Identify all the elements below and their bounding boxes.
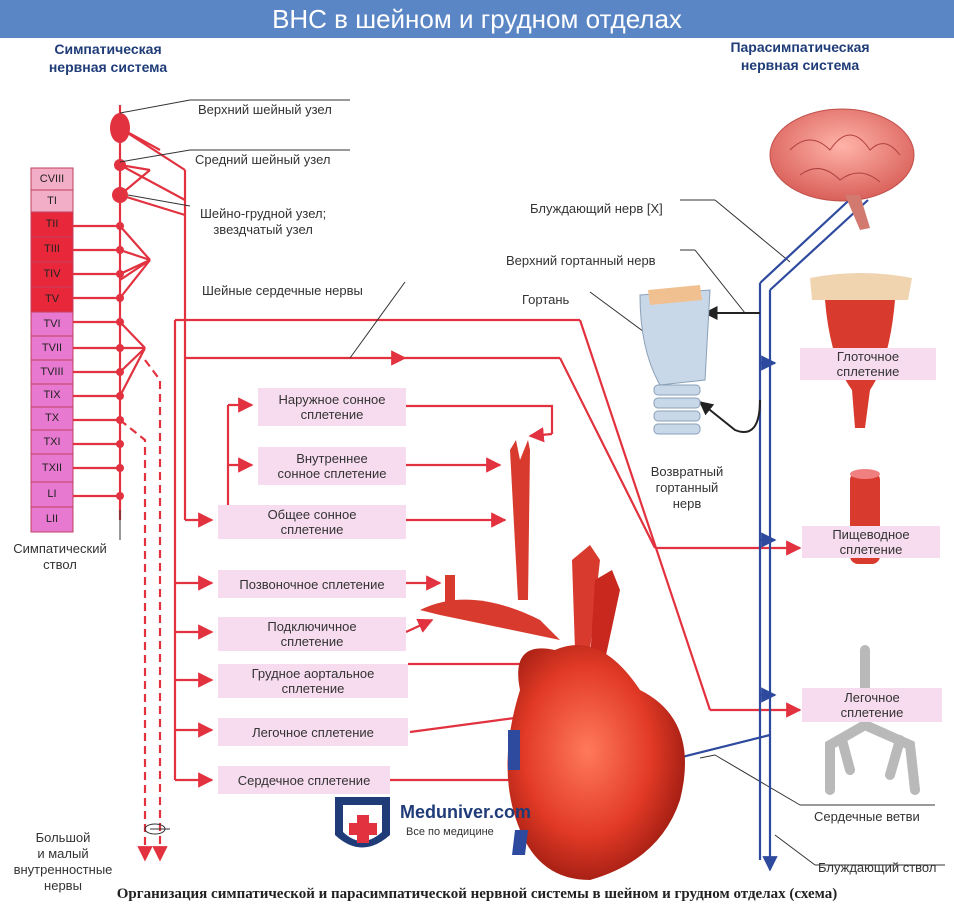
vertebral-plexus-box: Позвоночное сплетение bbox=[218, 570, 406, 598]
sympathetic-trunk-label: Симпатический ствол bbox=[5, 541, 115, 573]
vertebra-label: TV bbox=[44, 293, 60, 305]
splanchnic-line4: нервы bbox=[44, 878, 82, 893]
box-line: Пищеводное bbox=[832, 527, 910, 542]
cervical-cardiac-nerves-label: Шейные сердечные нервы bbox=[202, 283, 363, 298]
box-line: Позвоночное сплетение bbox=[239, 576, 385, 592]
sympathetic-header-line2: нервная система bbox=[48, 59, 168, 75]
vertebra-label: TVIII bbox=[40, 366, 64, 378]
vertebra-label: LI bbox=[47, 488, 57, 500]
recurrent-line1: Возвратный bbox=[650, 464, 724, 479]
trunk-label-line2: ствол bbox=[43, 557, 77, 572]
brain-illustration bbox=[769, 108, 915, 230]
laryngeal-nerves bbox=[698, 306, 761, 433]
pulmonary-plexus-box-left: Легочное сплетение bbox=[218, 718, 408, 746]
leader-lines bbox=[119, 99, 945, 866]
box-line: Внутреннее bbox=[296, 451, 368, 466]
vertebra-label: TXII bbox=[41, 462, 63, 474]
trunk-ganglia bbox=[110, 113, 130, 500]
box-line: сплетение bbox=[280, 634, 344, 649]
stellate-node-line1: Шейно-грудной узел; bbox=[200, 206, 327, 221]
splanchnic-line3: внутренностные bbox=[13, 862, 113, 877]
larynx-label: Гортань bbox=[522, 292, 570, 307]
box-line: Наружное сонное bbox=[278, 392, 386, 407]
vertebra-label: TXI bbox=[43, 436, 61, 448]
logo-tagline: Все по медицине bbox=[406, 826, 494, 838]
box-line: Глоточное bbox=[836, 349, 900, 364]
vertebra-label: TI bbox=[47, 195, 57, 207]
larynx-illustration bbox=[639, 285, 711, 435]
box-line: сплетение bbox=[300, 407, 364, 422]
vertebra-label: LII bbox=[45, 513, 59, 525]
splanchnic-nerves-label: Большой и малый внутренностные нервы bbox=[4, 830, 122, 894]
trunk-label-line1: Симпатический bbox=[13, 541, 107, 556]
page-title: ВНС в шейном и грудном отделах bbox=[272, 4, 682, 34]
stellate-node-line2: звездчатый узел bbox=[213, 222, 313, 237]
box-line: Общее сонное bbox=[267, 507, 357, 522]
figure-caption: Организация симпатической и парасимпатич… bbox=[116, 886, 838, 902]
recurrent-line3: нерв bbox=[672, 496, 702, 511]
splanchnic-line2: и малый bbox=[37, 846, 89, 861]
vertebra-label: TIX bbox=[43, 389, 61, 401]
box-line: сонное сплетение bbox=[277, 466, 387, 481]
splanchnic-ring bbox=[144, 823, 166, 835]
meduniver-logo bbox=[335, 797, 390, 848]
vertebra-label: TX bbox=[44, 412, 60, 424]
cardiac-plexus-box: Сердечное сплетение bbox=[218, 766, 390, 794]
vertebra-label: CVIII bbox=[39, 173, 65, 185]
title-bar: ВНС в шейном и грудном отделах bbox=[0, 0, 954, 38]
vertebra-label: TIII bbox=[44, 243, 60, 255]
parasympathetic-header: Парасимпатическая нервная система bbox=[700, 38, 900, 74]
cardiac-branches-label: Сердечные ветви bbox=[814, 809, 920, 824]
stellate-node-label: Шейно-грудной узел; звездчатый узел bbox=[200, 206, 326, 238]
box-line: сплетение bbox=[839, 542, 903, 557]
sympathetic-header: Симпатическая нервная система bbox=[28, 40, 188, 76]
recurrent-line2: гортанный bbox=[655, 480, 719, 495]
spinal-column bbox=[30, 167, 74, 533]
sympathetic-header-line1: Симпатическая bbox=[54, 41, 162, 57]
vagus-nerve-label: Блуждающий нерв [X] bbox=[530, 201, 663, 216]
splanchnic-line1: Большой bbox=[35, 830, 91, 845]
middle-cervical-node-label: Средний шейный узел bbox=[195, 152, 331, 167]
box-line: Сердечное сплетение bbox=[237, 772, 371, 788]
box-line: Легочное сплетение bbox=[252, 724, 374, 740]
box-line: Грудное аортальное bbox=[251, 666, 375, 681]
vertebra-label: TIV bbox=[43, 268, 61, 280]
logo-name: Meduniver.com bbox=[400, 802, 532, 822]
box-line: сплетение bbox=[836, 364, 900, 379]
vertebra-label: TII bbox=[45, 218, 59, 230]
heart-illustration bbox=[420, 440, 685, 880]
box-line: Подключичное bbox=[267, 619, 357, 634]
upper-cervical-node-label: Верхний шейный узел bbox=[198, 102, 332, 117]
box-line: сплетение bbox=[281, 681, 345, 696]
vagus-trunk-label: Блуждающий ствол bbox=[818, 860, 937, 875]
box-line: сплетение bbox=[840, 705, 904, 720]
superior-laryngeal-nerve-label: Верхний гортанный нерв bbox=[506, 253, 656, 268]
vertebra-label: TVI bbox=[43, 318, 61, 330]
parasympathetic-header-line2: нервная система bbox=[740, 57, 860, 73]
recurrent-laryngeal-nerve-label: Возвратный гортанный нерв bbox=[642, 464, 732, 512]
sympathetic-trunk bbox=[73, 105, 802, 862]
box-line: сплетение bbox=[280, 522, 344, 537]
vertebra-label: TVII bbox=[41, 342, 63, 354]
parasympathetic-header-line1: Парасимпатическая bbox=[730, 39, 870, 55]
box-line: Легочное bbox=[844, 690, 900, 705]
